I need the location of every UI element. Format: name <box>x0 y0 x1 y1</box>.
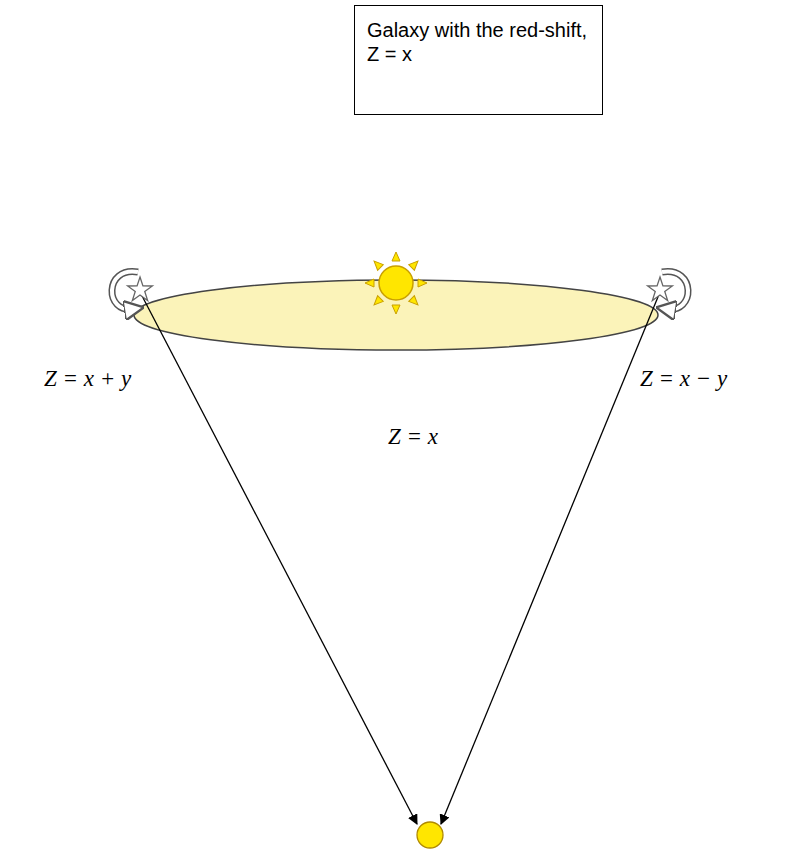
light-ray <box>441 292 660 824</box>
redshift-label: Z = x <box>388 424 438 450</box>
box-text: Z = x <box>367 42 590 66</box>
title-box: Galaxy with the red-shift,Z = x <box>354 5 603 115</box>
light-ray <box>140 292 417 824</box>
sun-symbol <box>365 252 427 314</box>
redshift-label: Z = x + y <box>44 366 131 392</box>
observer-circle <box>417 822 443 848</box>
star-symbol <box>128 277 153 301</box>
box-text: Galaxy with the red-shift, <box>367 18 590 42</box>
star-symbol <box>648 277 673 301</box>
redshift-label: Z = x − y <box>640 366 727 392</box>
